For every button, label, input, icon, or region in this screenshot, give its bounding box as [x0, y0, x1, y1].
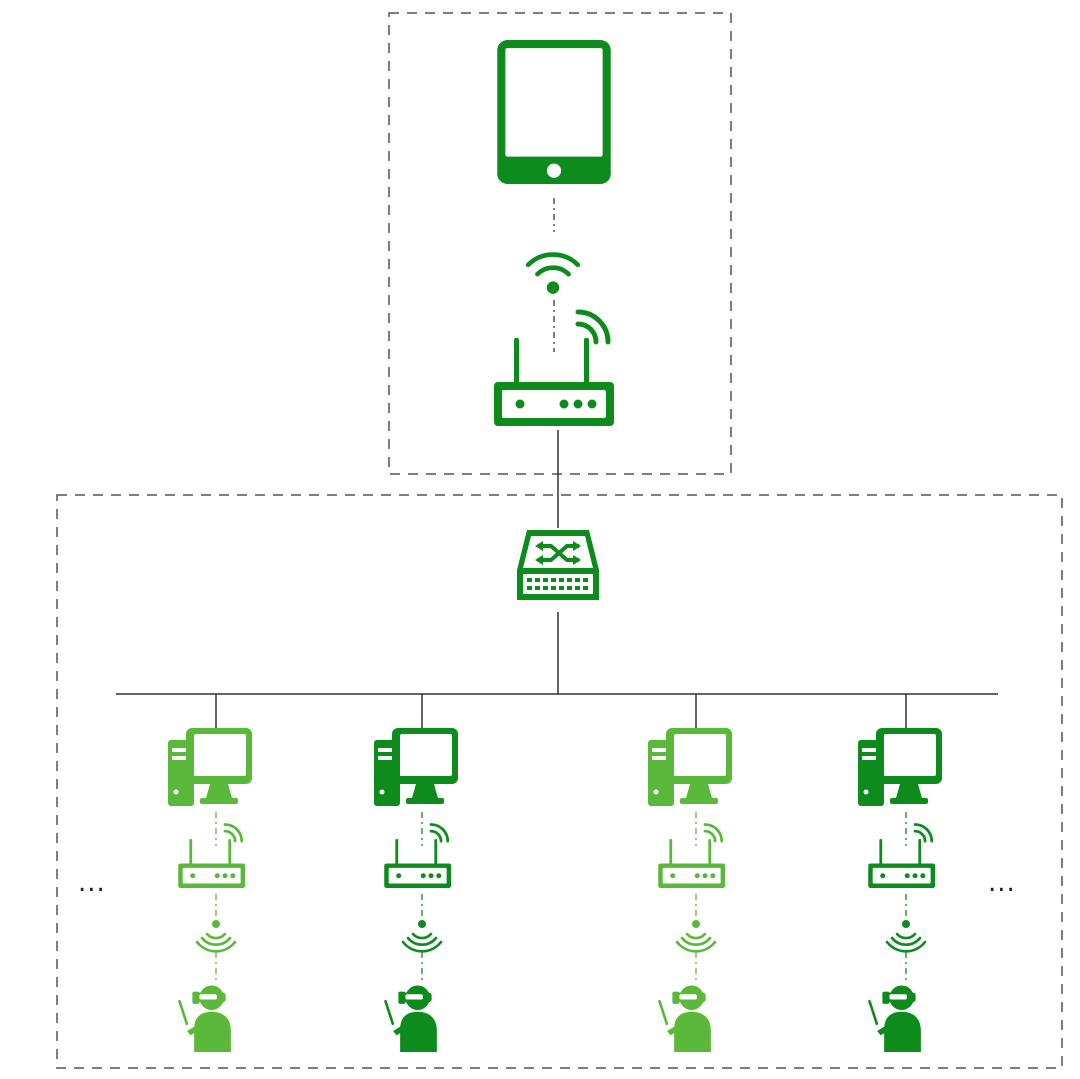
station-3	[648, 694, 732, 1052]
desktop-computer-icon	[374, 728, 458, 806]
station-1	[168, 694, 252, 1052]
station-2	[374, 694, 458, 1052]
ellipsis-right: ...	[988, 868, 1016, 898]
network-switch-icon	[515, 528, 601, 602]
stations-group	[168, 694, 942, 1052]
bottom-group-box	[56, 494, 1063, 1069]
router-icon	[656, 822, 727, 890]
wifi-icon	[885, 918, 927, 953]
desktop-computer-icon	[858, 728, 942, 806]
ellipsis-left: ...	[78, 868, 106, 898]
desktop-computer-icon	[648, 728, 732, 806]
wifi-icon	[675, 918, 717, 953]
vr-user-icon	[178, 985, 231, 1052]
wifi-icon	[401, 918, 443, 953]
station-4	[858, 694, 942, 1052]
wifi-icon	[195, 918, 237, 953]
router-icon	[382, 822, 453, 890]
vr-user-icon	[868, 985, 921, 1052]
vr-user-icon	[658, 985, 711, 1052]
wifi-icon	[528, 255, 578, 294]
top-group-box	[388, 12, 732, 475]
vr-user-icon	[384, 985, 437, 1052]
router-icon	[176, 822, 247, 890]
router-icon	[494, 312, 614, 426]
tablet-icon	[497, 40, 611, 184]
desktop-computer-icon	[168, 728, 252, 806]
router-icon	[866, 822, 937, 890]
